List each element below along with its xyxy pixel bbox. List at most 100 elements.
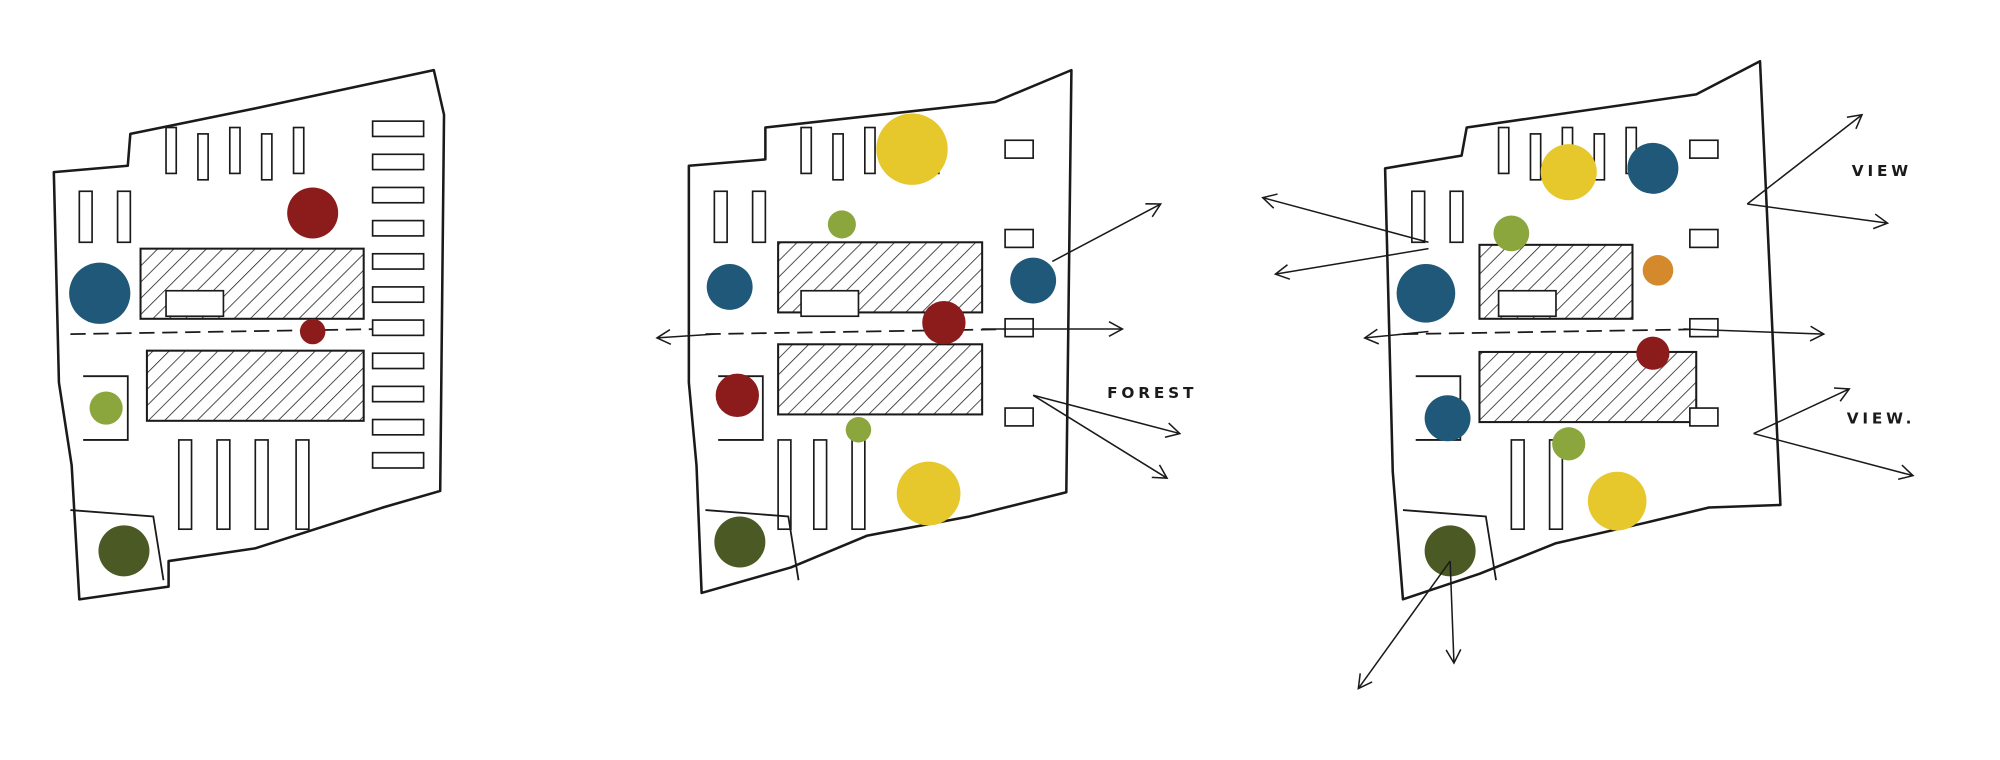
desk-right (371, 319, 425, 337)
core-room (800, 289, 860, 318)
desk-right (1689, 228, 1719, 249)
desk-right (1004, 317, 1034, 338)
dark-green-zone-circle (98, 525, 150, 577)
desk-top (228, 126, 241, 175)
core-hatched-2-2 (777, 343, 984, 416)
plan-outline-3 (1383, 59, 1782, 601)
desk-top (292, 126, 305, 175)
arrowhead-icon (1151, 464, 1169, 480)
view-label-top: VIEW (1852, 162, 1912, 180)
blue-zone-circle (1627, 142, 1679, 194)
desk-top (1529, 133, 1542, 181)
blue-zone-circle (69, 262, 131, 324)
core-hatched-1-2 (145, 349, 365, 422)
view-arrow (1032, 394, 1180, 435)
desk-bottom (254, 439, 269, 531)
arrowhead-icon (1145, 203, 1163, 218)
arrowhead-icon (655, 329, 672, 346)
blue-zone-circle (706, 263, 753, 310)
desk-top (260, 133, 273, 181)
desk-right (1004, 407, 1034, 427)
arrowhead-icon (1108, 320, 1125, 338)
desk-top (197, 133, 209, 181)
red-zone-circle (1636, 336, 1670, 370)
arrowhead-icon (1273, 264, 1291, 280)
arrowhead-icon (1833, 387, 1851, 402)
dark-green-zone-circle (1424, 525, 1476, 577)
desk-right (371, 418, 425, 436)
light-green-zone-circle (89, 391, 123, 425)
desk-right (1004, 139, 1034, 159)
desk-left (713, 190, 728, 244)
yellow-zone-circle (1587, 471, 1647, 531)
desk-bottom (1510, 439, 1525, 531)
corridor-line (70, 328, 383, 335)
desk-left (751, 190, 767, 244)
arrowhead-icon (1261, 193, 1278, 209)
desk-right (371, 186, 425, 204)
arrowhead-icon (1164, 422, 1182, 439)
desk-right (371, 451, 425, 469)
desk-left (1411, 190, 1426, 244)
view-arrow (1753, 432, 1914, 477)
view-arrow (1746, 114, 1863, 205)
view-arrow (1051, 203, 1162, 263)
desk-bottom (851, 439, 866, 531)
core-room (1497, 289, 1557, 318)
room-wall (705, 509, 800, 581)
arrowhead-icon (1363, 328, 1380, 345)
core-hatched-2-1 (777, 241, 984, 314)
desk-right (1004, 228, 1034, 249)
yellow-zone-circle (1540, 144, 1597, 201)
view-arrow (1683, 328, 1824, 335)
light-green-zone-circle (827, 210, 856, 239)
arrowhead-icon (1872, 213, 1890, 230)
desk-bottom (777, 439, 792, 531)
blue-zone-circle (1396, 263, 1456, 323)
desk-bottom (295, 439, 310, 531)
desk-right (371, 385, 425, 403)
view-label-bottom: VIEW. (1847, 409, 1916, 427)
room-wall (70, 509, 165, 581)
view-arrow (1262, 196, 1429, 244)
desk-bottom (812, 439, 828, 531)
room-wall (1402, 509, 1497, 581)
blue-zone-circle (1424, 395, 1471, 442)
light-green-zone-circle (1493, 215, 1530, 252)
desk-right (1689, 139, 1719, 159)
view-arrow (1357, 560, 1451, 690)
view-arrow (1032, 394, 1168, 479)
arrowhead-icon (1897, 464, 1915, 481)
arrowhead-icon (1357, 673, 1373, 690)
yellow-zone-circle (896, 461, 961, 526)
light-green-zone-circle (845, 416, 872, 443)
red-zone-circle (922, 300, 966, 345)
corridor-line (1402, 328, 1716, 335)
desk-top (832, 133, 844, 181)
view-arrow (1275, 247, 1429, 275)
red-zone-circle (715, 373, 759, 417)
desk-left (116, 190, 132, 244)
desk-right (371, 352, 425, 370)
arrowhead-icon (1445, 649, 1462, 665)
desk-bottom (177, 439, 193, 531)
desk-right (371, 286, 425, 304)
desk-right (371, 252, 425, 270)
orange-zone-circle (1642, 255, 1674, 286)
arrowhead-icon (1846, 113, 1864, 130)
core-room (165, 289, 225, 318)
view-arrow (1364, 330, 1429, 339)
desk-top (1593, 133, 1606, 181)
red-zone-circle (299, 318, 326, 345)
yellow-zone-circle (876, 113, 948, 185)
view-arrow (656, 333, 715, 339)
blue-zone-circle (1010, 257, 1057, 304)
light-green-zone-circle (1552, 427, 1586, 461)
desk-top (1497, 126, 1510, 175)
view-arrow (1449, 561, 1455, 664)
desk-right (371, 219, 425, 237)
corridor-line (705, 328, 1018, 335)
desk-right (371, 120, 425, 138)
desk-top (864, 126, 876, 175)
